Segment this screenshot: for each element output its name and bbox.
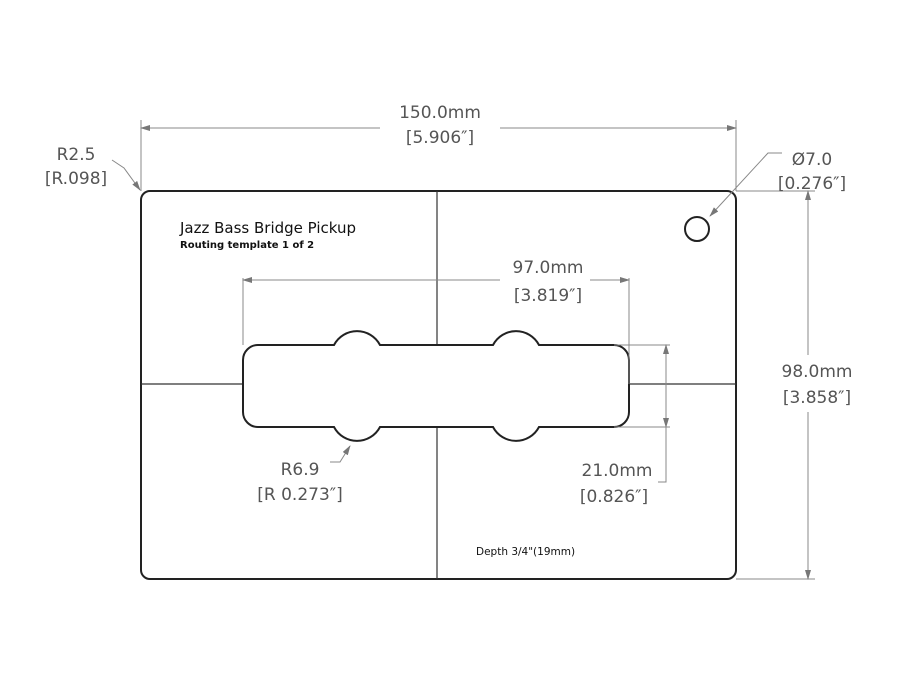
hole-callout: Ø7.0 [0.276″] xyxy=(709,150,846,217)
width-in: [5.906″] xyxy=(406,128,474,148)
lobe-radius-mm: R6.9 xyxy=(281,460,320,480)
pickup-length-dimension: 97.0mm [3.819″] xyxy=(242,258,630,384)
corner-radius-callout: R2.5 [R.098] xyxy=(45,145,141,191)
center-lines xyxy=(141,191,736,579)
depth-note: Depth 3/4"(19mm) xyxy=(476,546,575,558)
pickup-cavity-outline xyxy=(242,330,630,442)
drawing-title: Jazz Bass Bridge Pickup xyxy=(179,219,356,237)
height-dimension: 98.0mm [3.858″] xyxy=(736,190,853,580)
lobe-radius-callout: R6.9 [R 0.273″] xyxy=(257,445,351,505)
lobe-radius-in: [R 0.273″] xyxy=(257,485,343,505)
hole-diameter-mm: Ø7.0 xyxy=(792,150,832,170)
height-in: [3.858″] xyxy=(783,388,851,408)
width-mm: 150.0mm xyxy=(399,103,481,123)
height-mm: 98.0mm xyxy=(782,362,853,382)
mounting-hole xyxy=(684,216,710,242)
pickup-width-mm: 21.0mm xyxy=(582,461,653,481)
corner-radius-in: [R.098] xyxy=(45,169,107,189)
hole-diameter-in: [0.276″] xyxy=(778,174,846,194)
template-plate xyxy=(140,190,737,580)
pickup-length-in: [3.819″] xyxy=(514,286,582,306)
width-dimension: 150.0mm [5.906″] xyxy=(140,103,737,191)
drawing-subtitle: Routing template 1 of 2 xyxy=(180,240,314,251)
pickup-width-in: [0.826″] xyxy=(580,487,648,507)
corner-radius-mm: R2.5 xyxy=(57,145,96,165)
pickup-length-mm: 97.0mm xyxy=(513,258,584,278)
pickup-width-dimension: 21.0mm [0.826″] xyxy=(580,344,670,507)
